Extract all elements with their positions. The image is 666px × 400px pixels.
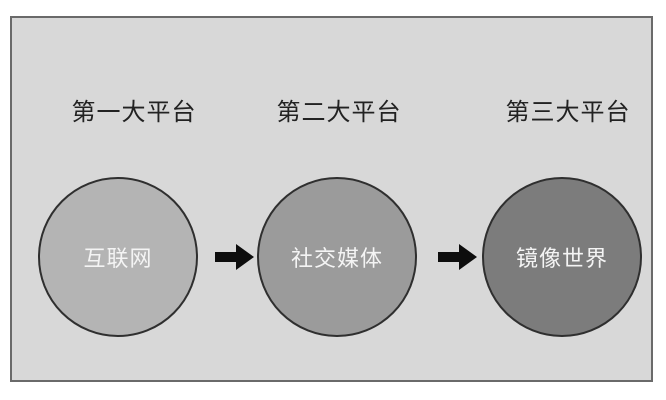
circle-label: 社交媒体 xyxy=(290,246,383,271)
platform-label-3: 第三大平台 xyxy=(505,100,631,126)
platform-circle-mirror-world: 镜像世界 xyxy=(482,177,642,337)
platform-circle-social-media: 社交媒体 xyxy=(257,177,417,337)
arrow-right-icon xyxy=(438,244,477,270)
platform-circle-internet: 互联网 xyxy=(38,177,198,337)
diagram-panel: 第一大平台 第二大平台 第三大平台 互联网 社交媒体 镜像世界 xyxy=(10,16,653,382)
arrow-right-icon xyxy=(215,244,254,270)
circle-label: 互联网 xyxy=(83,246,153,271)
platform-label-1: 第一大平台 xyxy=(71,100,197,126)
circle-label: 镜像世界 xyxy=(515,246,608,271)
platform-label-2: 第二大平台 xyxy=(276,100,402,126)
